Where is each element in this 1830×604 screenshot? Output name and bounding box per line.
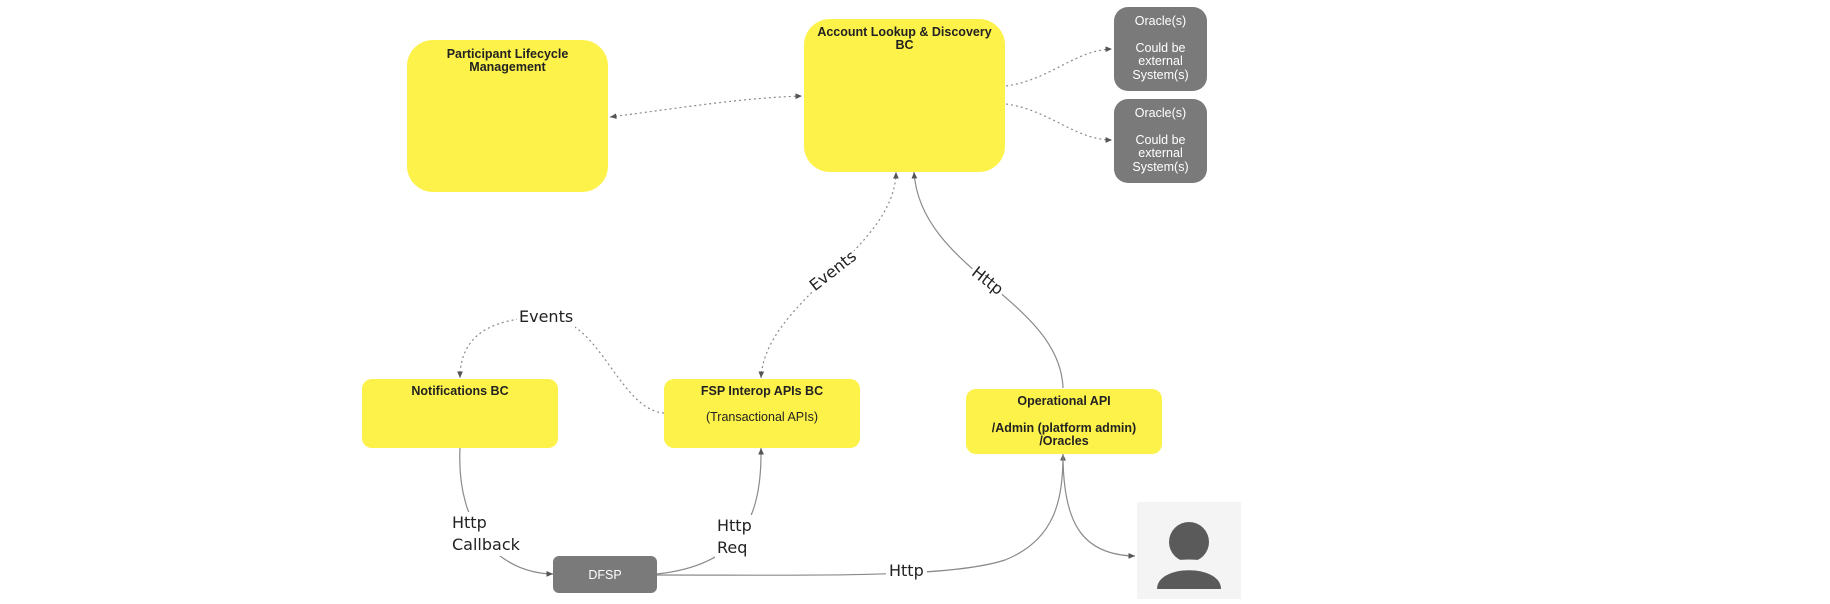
account-lookup-box[interactable]: Account Lookup & Discovery BC — [804, 19, 1005, 172]
participant-lifecycle-box[interactable]: Participant Lifecycle Management — [407, 40, 608, 192]
operational-api-line1: /Admin (platform admin) — [991, 421, 1137, 435]
operational-api-box[interactable]: Operational API /Admin (platform admin) … — [966, 389, 1162, 454]
participant-lifecycle-title: Participant Lifecycle Management — [446, 47, 569, 74]
dfsp-title: DFSP — [588, 567, 622, 582]
oracle-1-note: Could be external System(s) — [1132, 40, 1189, 82]
edge-label-events-fsp-notifications: Events — [517, 306, 576, 328]
oracle-box-1[interactable]: Oracle(s) Could be external System(s) — [1114, 7, 1207, 91]
operational-api-line2: /Oracles — [1039, 434, 1089, 448]
user-icon — [1157, 522, 1221, 589]
notifications-box[interactable]: Notifications BC — [362, 379, 558, 448]
account-lookup-title: Account Lookup & Discovery BC — [817, 25, 992, 52]
oracle-1-name: Oracle(s) — [1134, 14, 1187, 28]
edge-label-http-req: Http Req — [715, 515, 754, 559]
fsp-interop-title: FSP Interop APIs BC — [700, 384, 824, 398]
fsp-interop-subtitle: (Transactional APIs) — [705, 410, 819, 424]
edge-fsp-notifications-events — [457, 317, 665, 414]
oracle-2-note: Could be external System(s) — [1132, 132, 1189, 174]
edge-account-oracle-2 — [1005, 103, 1113, 143]
edge-label-http-callback: Http Callback — [450, 512, 522, 556]
dfsp-box[interactable]: DFSP — [553, 556, 657, 593]
oracle-2-name: Oracle(s) — [1134, 106, 1187, 120]
edge-dfsp-operational-http — [656, 453, 1066, 576]
edge-label-http-dfsp-operational: Http — [886, 560, 927, 582]
edge-account-oracle-1 — [1005, 46, 1113, 87]
edge-operational-user — [1062, 453, 1136, 559]
oracle-box-2[interactable]: Oracle(s) Could be external System(s) — [1114, 99, 1207, 183]
notifications-title: Notifications BC — [411, 384, 509, 398]
fsp-interop-box[interactable]: FSP Interop APIs BC (Transactional APIs) — [664, 379, 860, 448]
edge-participant-account — [609, 93, 803, 120]
user-icon-card[interactable] — [1137, 502, 1241, 599]
operational-api-title: Operational API — [1017, 394, 1111, 408]
